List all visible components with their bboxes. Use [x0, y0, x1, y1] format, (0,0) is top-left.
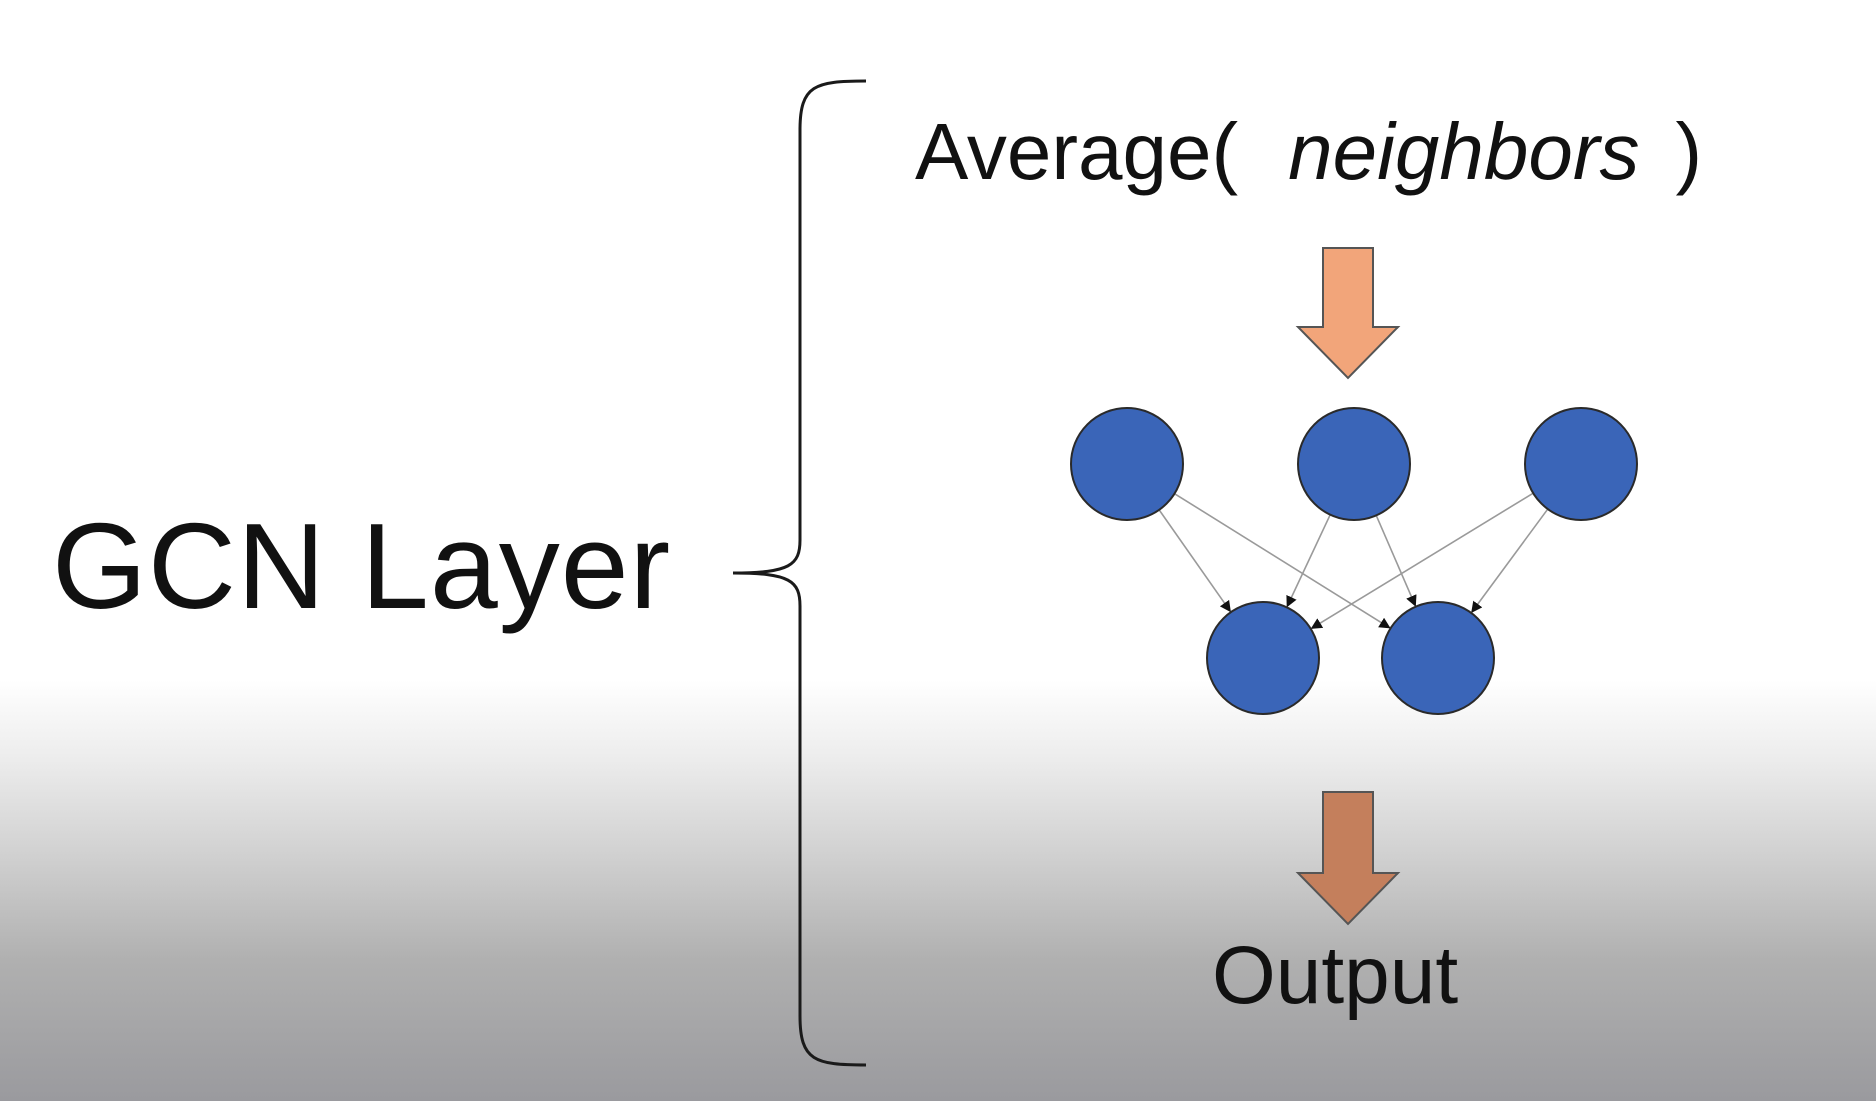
edge-n2-o2: [1375, 515, 1417, 607]
edge-n2-o1: [1286, 514, 1331, 608]
output-arrow: [1295, 791, 1401, 926]
node-o1: [1206, 601, 1320, 715]
edge-n1-o1: [1158, 509, 1231, 613]
input-arrow: [1295, 247, 1401, 380]
node-n3: [1524, 407, 1638, 521]
nodes: [1070, 407, 1638, 715]
formula-variable: neighbors: [1288, 107, 1640, 196]
gcn-layer-title: GCN Layer: [52, 498, 672, 634]
node-o2: [1381, 601, 1495, 715]
edges: [1158, 492, 1549, 629]
node-n2: [1297, 407, 1411, 521]
edge-n1-o2: [1174, 492, 1391, 629]
edge-n3-o1: [1310, 492, 1534, 629]
edge-n3-o2: [1471, 508, 1549, 614]
output-label: Output: [1212, 930, 1459, 1021]
curly-brace: [732, 79, 867, 1067]
formula-suffix: ): [1675, 107, 1703, 196]
node-n1: [1070, 407, 1184, 521]
average-neighbors-formula: Average(neighbors): [915, 112, 1702, 192]
formula-prefix: Average(: [915, 107, 1239, 196]
